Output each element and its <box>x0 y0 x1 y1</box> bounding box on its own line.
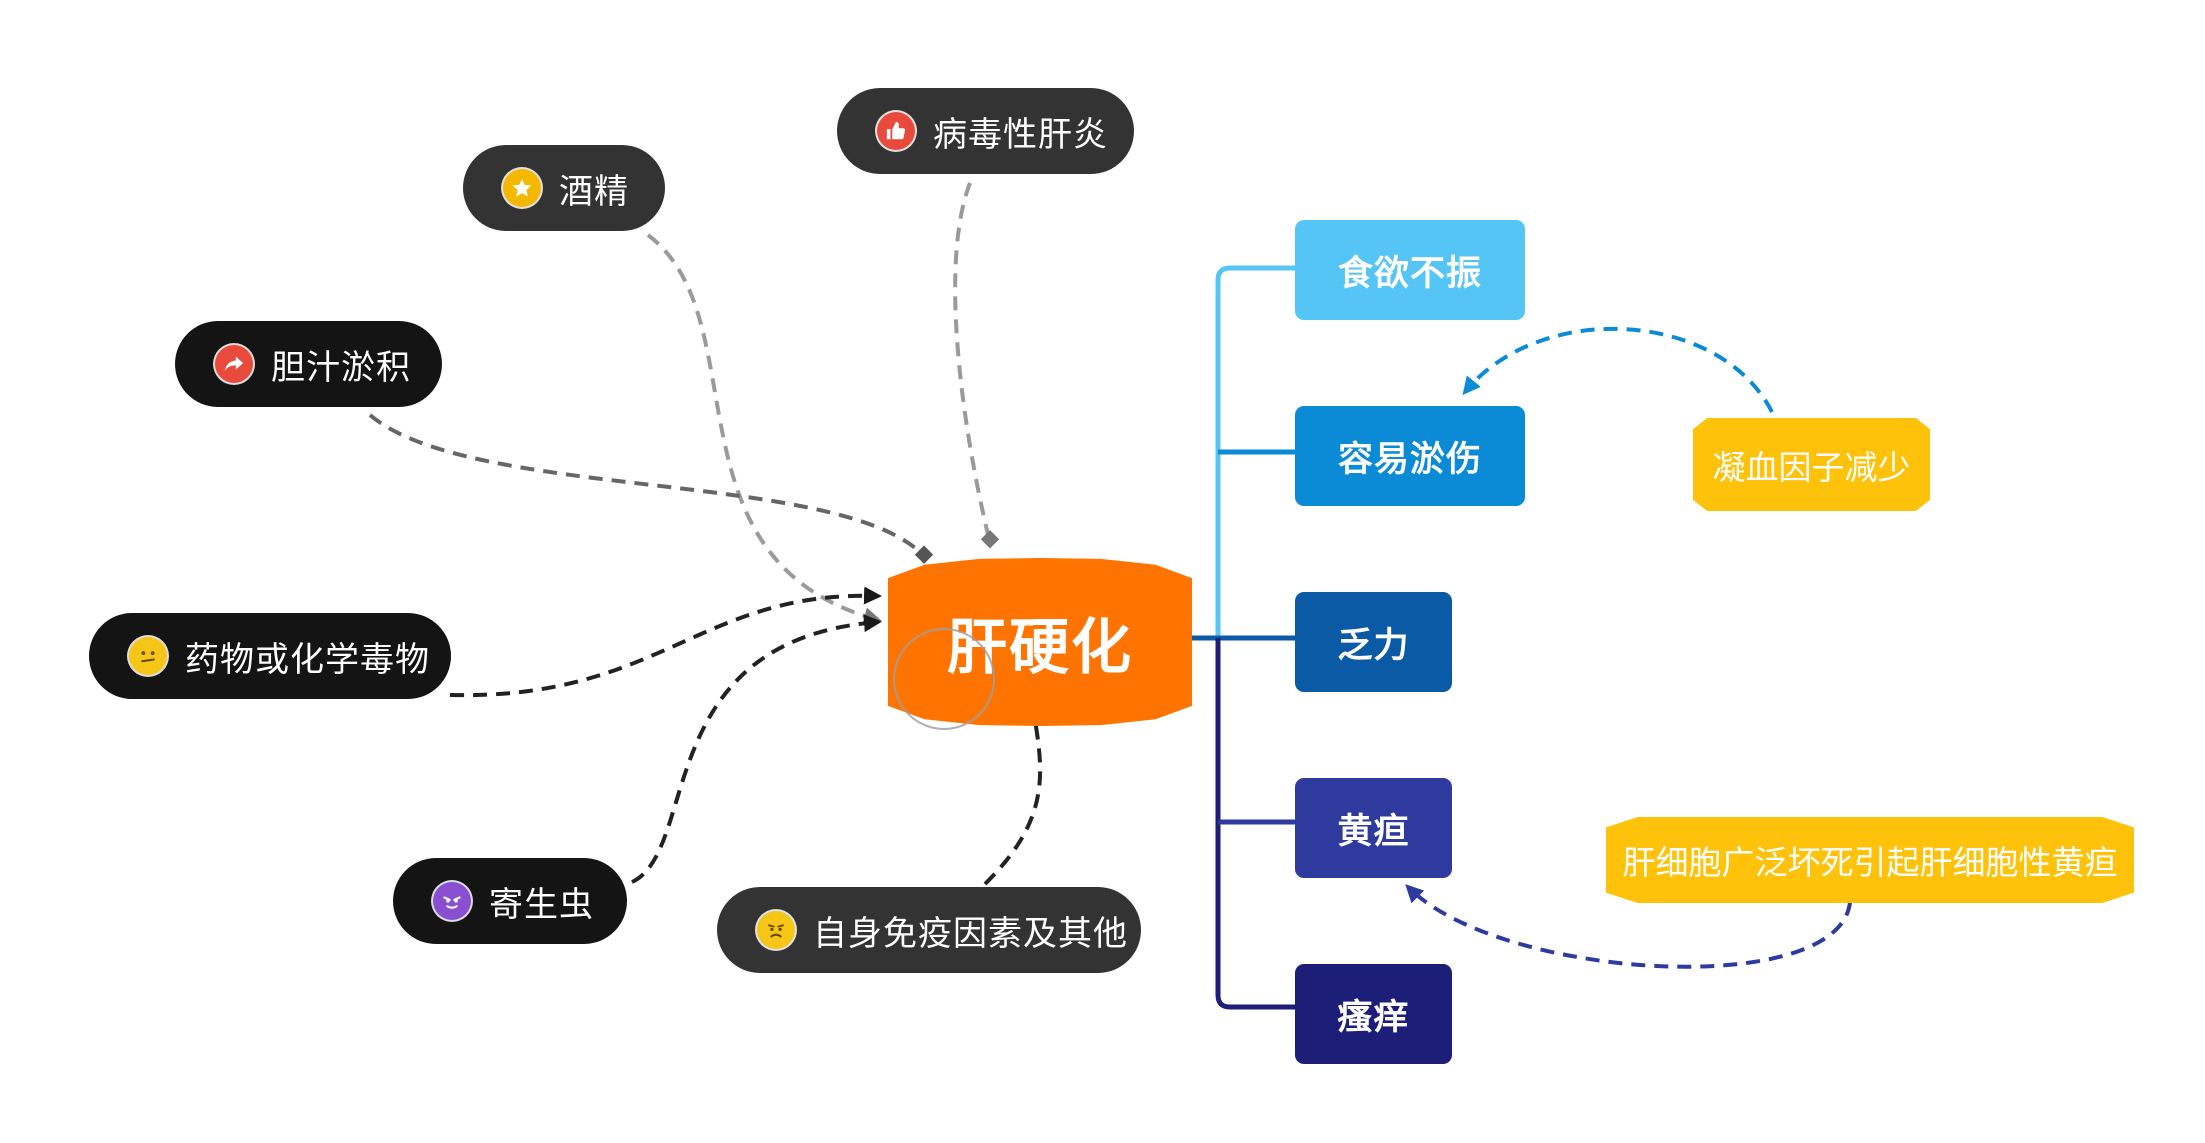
symptom-node-bruising[interactable]: 容易淤伤 <box>1295 406 1525 506</box>
cause-node-alcohol[interactable]: 酒精 <box>463 145 665 231</box>
connector-parasite <box>631 614 882 884</box>
cause-node-drugs[interactable]: 药物或化学毒物 <box>89 613 451 699</box>
cause-label: 酒精 <box>559 171 629 212</box>
cause-label: 胆汁淤积 <box>271 347 411 388</box>
tree-branch-appetite <box>1215 265 1295 638</box>
connector-drugs <box>449 586 882 698</box>
connector-hepatitis <box>953 182 992 544</box>
connector-necrosis <box>1405 884 1852 969</box>
tree-branch-itching <box>1215 638 1295 1010</box>
note-necrosis[interactable]: 肝细胞广泛坏死引起肝细胞性黄疸 <box>1606 817 2134 903</box>
symptom-label: 容易淤伤 <box>1337 439 1482 480</box>
cause-label: 寄生虫 <box>489 884 594 925</box>
devil-face-icon <box>433 882 471 920</box>
note-label: 凝血因子减少 <box>1712 447 1911 487</box>
sad-face-icon <box>757 911 795 949</box>
cause-node-cholestasis[interactable]: 胆汁淤积 <box>175 321 442 407</box>
connector-cholestasis <box>368 413 922 554</box>
symptom-label: 食欲不振 <box>1337 253 1482 294</box>
arrow-forward-icon <box>215 345 253 383</box>
symptom-label: 黄疸 <box>1337 811 1410 852</box>
symptom-node-jaundice[interactable]: 黄疸 <box>1295 778 1452 878</box>
central-topic[interactable]: 肝硬化 <box>888 558 1192 726</box>
connector-alcohol <box>646 233 882 625</box>
cause-label: 药物或化学毒物 <box>185 639 430 680</box>
symptom-node-fatigue[interactable]: 乏力 <box>1295 592 1452 692</box>
note-clotting[interactable]: 凝血因子减少 <box>1693 418 1930 511</box>
cause-label: 病毒性肝炎 <box>933 114 1108 155</box>
symptom-label: 瘙痒 <box>1337 997 1410 1038</box>
confused-face-icon <box>129 637 167 675</box>
note-label: 肝细胞广泛坏死引起肝细胞性黄疸 <box>1622 843 2118 882</box>
connector-clotting <box>1462 326 1774 413</box>
central-topic-label: 肝硬化 <box>947 612 1133 683</box>
cause-node-autoimmune[interactable]: 自身免疫因素及其他 <box>717 887 1141 973</box>
connector-cholestasis-end <box>914 545 934 564</box>
cause-node-parasite[interactable]: 寄生虫 <box>393 858 627 944</box>
symptom-node-appetite[interactable]: 食欲不振 <box>1295 220 1525 320</box>
connector-hepatitis-end <box>980 530 1000 549</box>
symptom-node-itching[interactable]: 瘙痒 <box>1295 964 1452 1064</box>
thumbs-up-icon <box>877 112 915 150</box>
symptom-label: 乏力 <box>1337 625 1410 666</box>
cause-node-hepatitis[interactable]: 病毒性肝炎 <box>837 88 1134 174</box>
cause-label: 自身免疫因素及其他 <box>813 913 1128 954</box>
star-icon <box>503 169 541 207</box>
